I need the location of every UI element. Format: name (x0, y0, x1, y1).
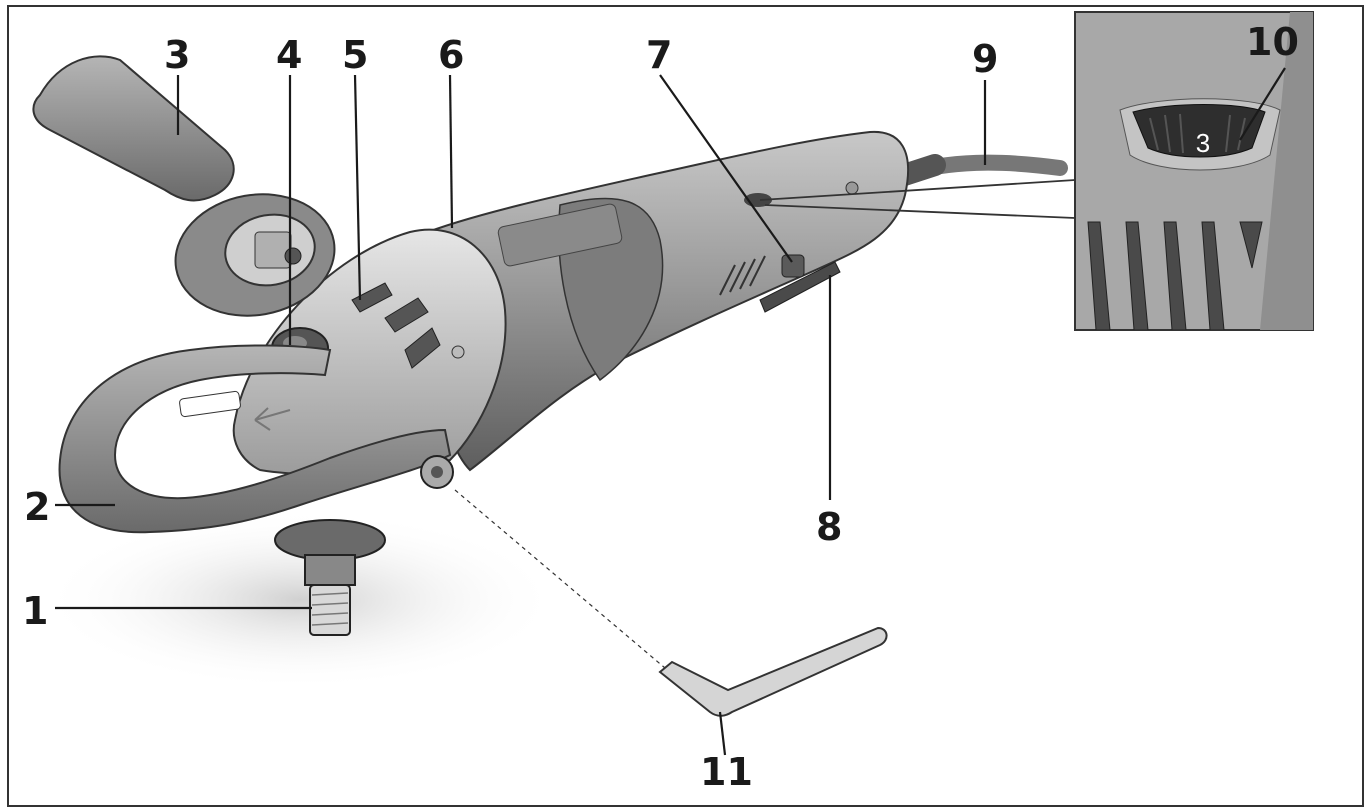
callout-3: 3 (164, 33, 190, 77)
pin-wrench (658, 626, 888, 717)
spindle-thread (309, 584, 351, 636)
name-plate (497, 203, 623, 267)
callout-4: 4 (276, 33, 302, 77)
callout-9: 9 (972, 37, 998, 81)
floor-shadow (40, 510, 560, 690)
gear-screw (451, 345, 465, 359)
callout-7: 7 (646, 33, 672, 77)
spindle-thread-lines (311, 592, 349, 626)
inset-connector-top (759, 179, 1076, 201)
bow-handle-bolt-center (431, 466, 443, 478)
motor-housing (418, 130, 910, 472)
callout-2: 2 (24, 485, 50, 529)
dial-setting-number: 3 (1196, 128, 1210, 158)
rear-vents (719, 255, 766, 296)
leader-11 (718, 711, 727, 756)
inset-panel: 3 (1074, 11, 1314, 331)
figure-border (7, 5, 1364, 807)
bow-handle (58, 344, 452, 534)
spindle-nut (304, 554, 356, 586)
gear-head-vents (351, 282, 441, 369)
inset-connector-bottom (764, 204, 1076, 219)
callout-5: 5 (342, 33, 368, 77)
wrench-dashed-line (454, 489, 666, 669)
callout-11: 11 (700, 750, 753, 794)
leader-7 (659, 74, 793, 263)
callout-10: 10 (1246, 20, 1299, 64)
auxiliary-handle (32, 55, 336, 317)
bow-handle-inner-slot (179, 390, 241, 418)
callout-1: 1 (22, 589, 48, 633)
gear-head (232, 228, 507, 476)
lock-on-button (781, 254, 805, 278)
leader-10 (1239, 67, 1286, 141)
leader-6 (448, 74, 454, 229)
rotation-arrow (254, 407, 291, 431)
housing-screw (845, 181, 859, 195)
on-off-switch (759, 261, 841, 313)
callout-8: 8 (816, 505, 842, 549)
callout-6: 6 (438, 33, 464, 77)
leader-5 (353, 74, 362, 301)
